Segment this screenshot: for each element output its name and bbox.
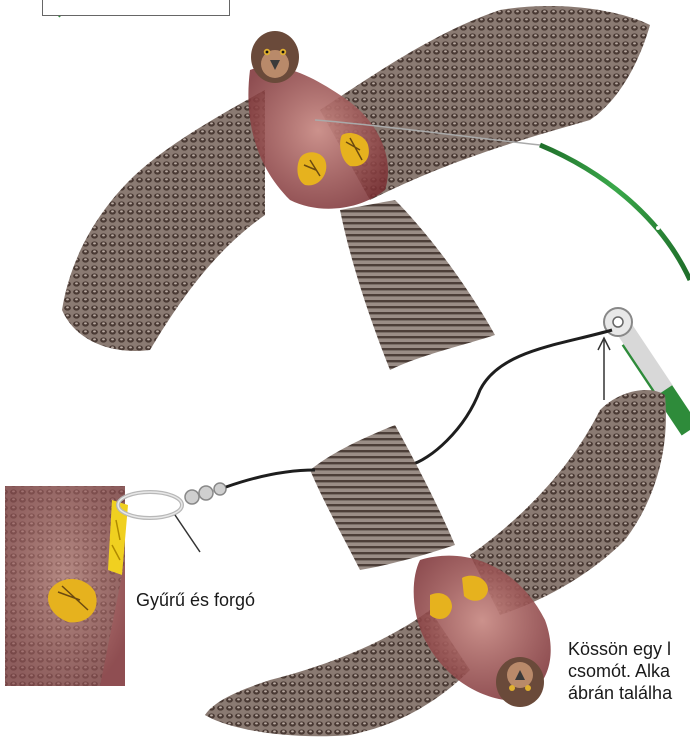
closeup-inset xyxy=(5,486,128,686)
inset-frame xyxy=(42,0,230,16)
pole-icon xyxy=(540,145,690,280)
ring-swivel-label: Gyűrű és forgó xyxy=(136,590,255,611)
upper-hawk-kite-icon xyxy=(62,6,650,370)
instructions-line-2: csomót. Alka xyxy=(568,660,690,682)
instructions-text: Kössön egy l csomót. Alka ábrán találha xyxy=(568,638,690,704)
instructions-line-3: ábrán találha xyxy=(568,682,690,704)
instructions-line-1: Kössön egy l xyxy=(568,638,690,660)
callout-pointer xyxy=(175,515,200,552)
ring-swivel-icon xyxy=(118,470,315,518)
